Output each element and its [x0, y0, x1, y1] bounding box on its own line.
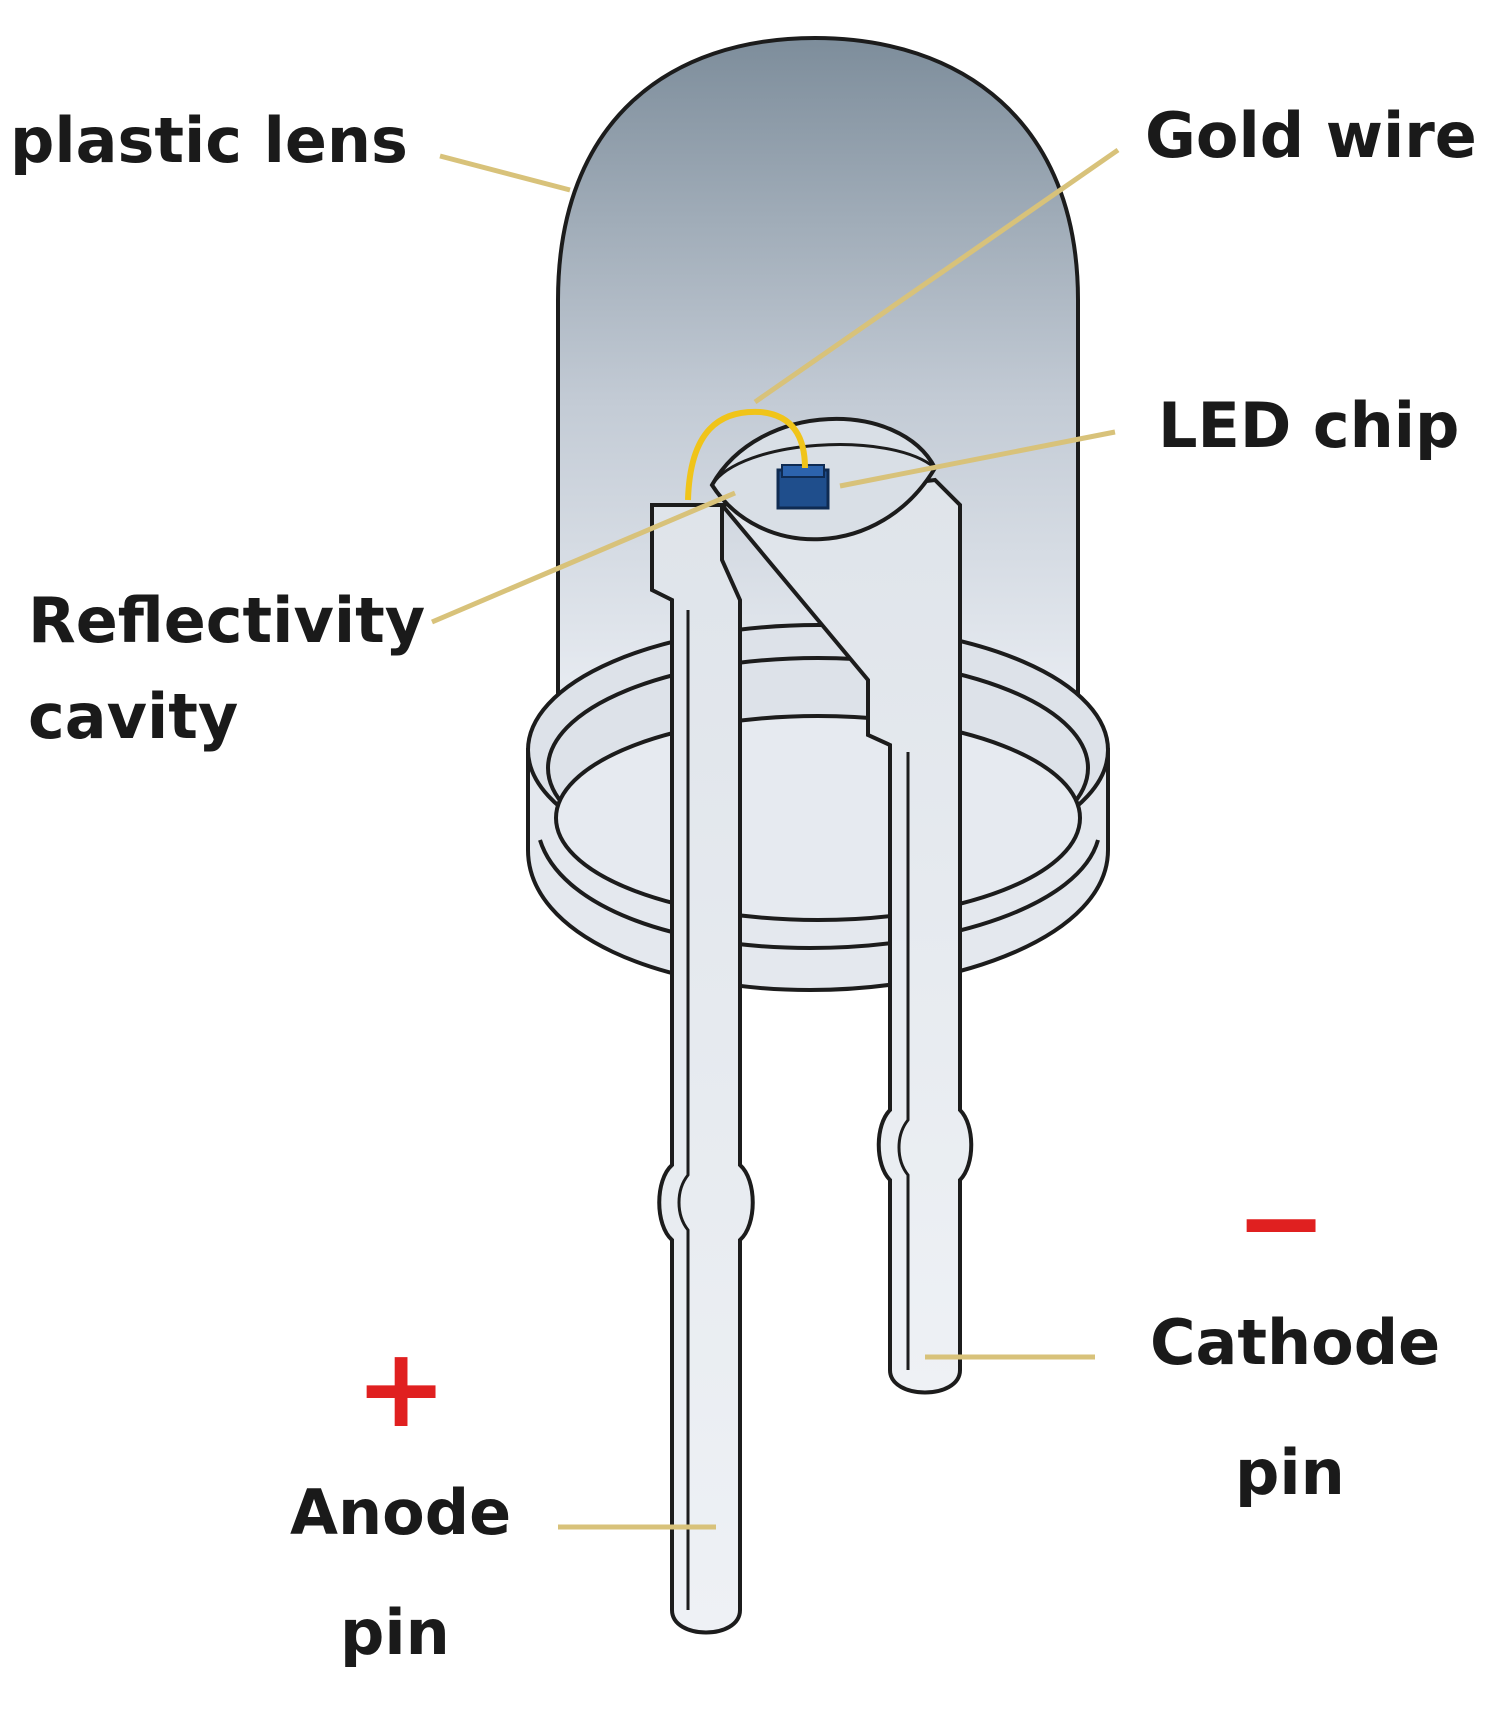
label-cathode-pin-line1: Cathode	[1150, 1306, 1441, 1379]
cathode-polarity-minus: −	[1235, 1158, 1328, 1286]
flange-lower-arc	[538, 839, 1100, 951]
label-anode-pin-line1: Anode	[290, 1476, 512, 1549]
anode-polarity-plus: +	[355, 1324, 448, 1452]
label-gold-wire: Gold wire	[1145, 99, 1477, 172]
anode-lead-inner	[677, 610, 690, 1610]
label-cathode-pin-line2: pin	[1235, 1436, 1345, 1509]
leader-plastic-lens	[439, 153, 571, 193]
cathode-lead	[718, 477, 974, 1395]
reflector-cup-rim	[710, 443, 936, 486]
flange-inner	[554, 714, 1082, 922]
gold-wire-bond	[685, 408, 808, 501]
label-reflectivity-cavity-line1: Reflectivity	[28, 584, 426, 657]
anode-lead	[650, 503, 755, 1635]
label-led-chip: LED chip	[1158, 389, 1460, 462]
leader-reflectivity-cavity	[431, 490, 736, 625]
label-reflectivity-cavity-line2: cavity	[28, 680, 239, 753]
cathode-lead-inner	[897, 752, 910, 1370]
label-anode-pin-line2: pin	[340, 1596, 450, 1669]
leader-gold-wire	[753, 147, 1120, 405]
leader-led-chip	[839, 429, 1116, 489]
label-plastic-lens: plastic lens	[10, 104, 408, 177]
